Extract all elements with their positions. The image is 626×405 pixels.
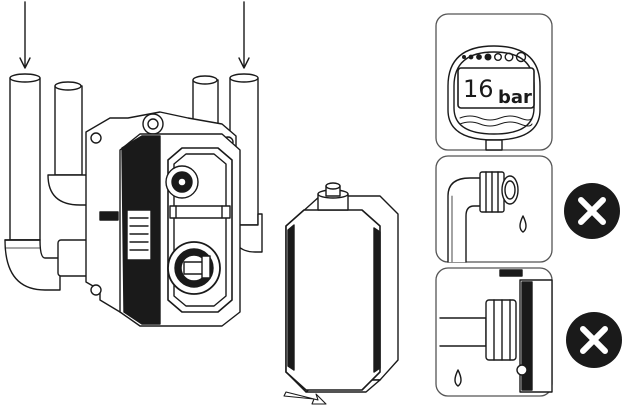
x-circle-icon (566, 312, 622, 368)
water-drop-icon (454, 369, 462, 387)
slide-out-arrow-icon (283, 391, 327, 405)
valve-body (99, 133, 241, 327)
panel-fitting-leak-bottom (435, 267, 553, 397)
gauge-pressure-unit: bar (498, 87, 532, 108)
gauge-pressure-value: 16 (463, 75, 494, 103)
panel-fitting-leak-top (435, 155, 553, 263)
water-drop-icon (519, 215, 527, 233)
x-circle-icon (564, 183, 620, 239)
plaster-guard-box (285, 182, 399, 393)
panel-pressure-test-gauge: 16 bar (435, 13, 553, 151)
down-arrow-icon (19, 1, 31, 69)
down-arrow-icon (238, 1, 250, 69)
